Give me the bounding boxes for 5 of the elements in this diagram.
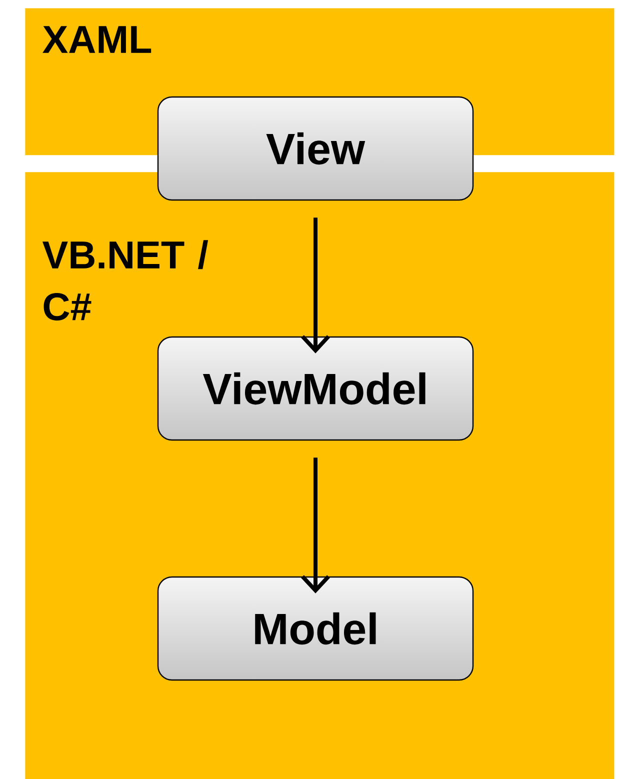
arrow xyxy=(301,458,330,594)
arrow xyxy=(301,218,330,354)
process-box: ViewModel xyxy=(157,336,474,441)
process-box: Model xyxy=(157,576,474,681)
process-box: View xyxy=(157,96,474,201)
